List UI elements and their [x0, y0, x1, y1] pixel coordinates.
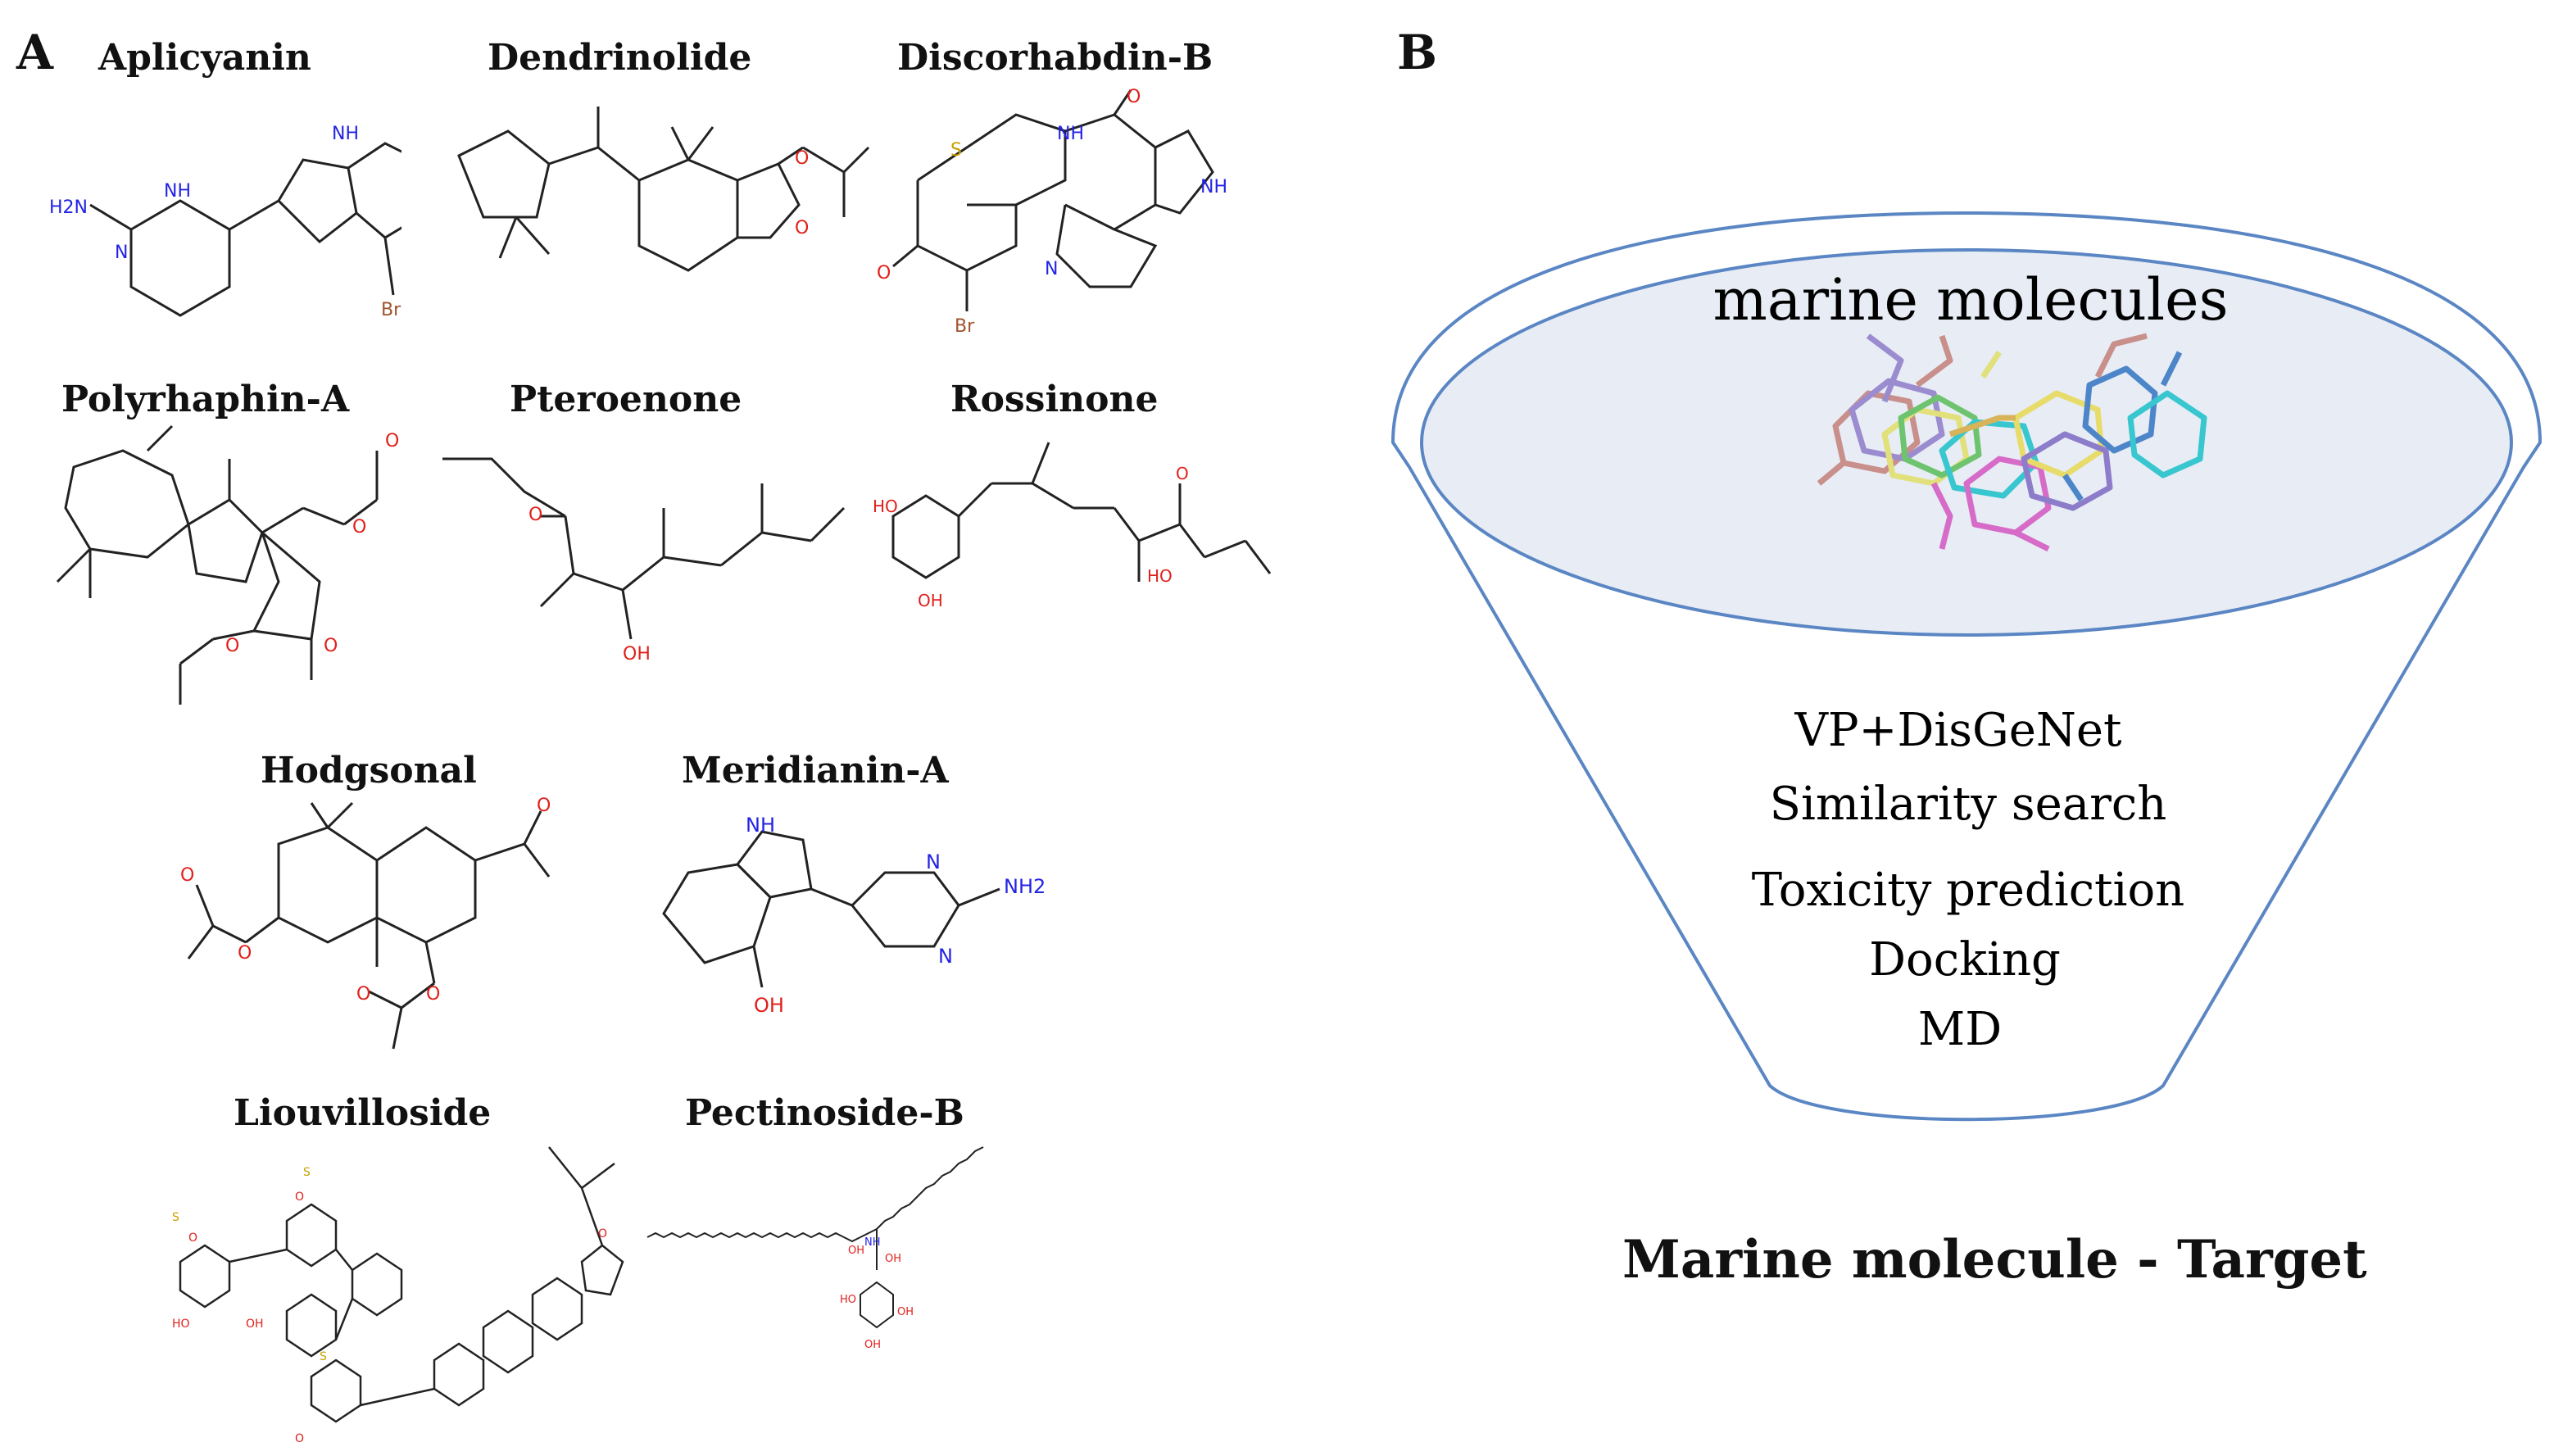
- atom-label: O: [426, 984, 440, 1005]
- marine-molecule-target-caption: Marine molecule - Target: [1622, 1229, 2367, 1290]
- panel-b-label: B: [1397, 25, 1438, 80]
- molecule-name-hodgsonal: Hodgsonal: [261, 750, 477, 792]
- atom-label: N: [938, 945, 953, 968]
- step-docking: Docking: [1869, 933, 2061, 987]
- atom-label: H2N: [49, 197, 88, 218]
- molecule-name-rossinone: Rossinone: [950, 379, 1159, 420]
- molecule-name-liouvilloside: Liouvilloside: [234, 1092, 492, 1134]
- structure-dendrinolide: O O: [434, 82, 877, 320]
- atom-label: NH: [864, 1236, 881, 1249]
- structure-dendrinolide-svg: O O: [457, 107, 870, 272]
- step-md: MD: [1918, 1003, 2002, 1056]
- atom-label: O: [795, 148, 809, 169]
- molecule-name-aplicyanin: Aplicyanin: [98, 37, 311, 79]
- structure-rossinone-svg: HO OH O HO: [873, 442, 1272, 610]
- structure-aplicyanin: NH H2N NH N Br: [41, 82, 401, 320]
- atom-label: HO: [1147, 566, 1173, 586]
- atom-label: OH: [246, 1318, 264, 1331]
- atom-label: Br: [955, 316, 975, 337]
- structure-discorhabdin-b-svg: S NH NH N O O Br: [877, 87, 1227, 337]
- atom-label: O: [877, 263, 891, 283]
- atom-label: HO: [172, 1318, 190, 1331]
- atom-label: O: [598, 1227, 607, 1241]
- molecule-name-pectinoside-b: Pectinoside-B: [685, 1092, 964, 1134]
- screening-funnel: marine molecules VP+DisGeNet Similarity …: [1390, 211, 2543, 1122]
- atom-label: NH: [746, 814, 775, 837]
- atom-label: O: [537, 796, 551, 816]
- atom-label: NH: [1057, 124, 1084, 144]
- atom-label: HO: [873, 497, 898, 516]
- atom-label: O: [238, 943, 252, 964]
- atom-label: O: [352, 517, 366, 537]
- atom-label: O: [528, 505, 542, 525]
- atom-label: HO: [840, 1294, 856, 1306]
- structure-discorhabdin-b: S NH NH N O O Br: [869, 82, 1254, 344]
- atom-label: O: [180, 865, 194, 886]
- atom-label: OH: [918, 591, 943, 610]
- atom-label: NH: [1200, 177, 1227, 197]
- atom-label: O: [795, 218, 809, 238]
- atom-label: O: [225, 636, 239, 656]
- structure-meridianin-a: NH N N NH2 OH: [639, 799, 1065, 1036]
- atom-label: OH: [623, 644, 651, 664]
- atom-label: O: [385, 431, 399, 451]
- molecule-name-polyrhaphin-a: Polyrhaphin-A: [61, 379, 350, 420]
- panel-a-label: A: [16, 25, 54, 80]
- structure-pectinoside-b-svg: OH OH HO OH OH NH: [646, 1146, 984, 1351]
- structure-hodgsonal: O O O O O: [164, 795, 557, 1065]
- superimposed-molecules: [1817, 333, 2207, 552]
- step-toxicity-prediction: Toxicity prediction: [1752, 864, 2185, 917]
- atom-label: O: [295, 1432, 304, 1445]
- atom-label: O: [1127, 87, 1141, 107]
- atom-label: OH: [754, 994, 784, 1017]
- atom-label: N: [926, 850, 941, 873]
- atom-label: O: [324, 636, 338, 656]
- funnel-top-ellipse: [1420, 248, 2513, 637]
- atom-label: Br: [381, 300, 401, 320]
- molecule-name-meridianin-a: Meridianin-A: [682, 750, 949, 792]
- atom-label: S: [303, 1166, 311, 1179]
- funnel-title: marine molecules: [1712, 266, 2228, 333]
- structure-polyrhaphin-a-svg: O O O O: [56, 424, 399, 705]
- atom-label: S: [950, 140, 962, 161]
- molecule-name-dendrinolide: Dendrinolide: [488, 37, 752, 79]
- atom-label: OH: [864, 1339, 881, 1351]
- atom-label: N: [1045, 259, 1058, 279]
- atom-label: S: [320, 1350, 327, 1363]
- atom-label: O: [1176, 464, 1189, 483]
- step-vp-disgenet: VP+DisGeNet: [1794, 704, 2122, 757]
- structure-pteroenone-svg: O OH: [442, 457, 846, 664]
- atom-label: OH: [897, 1306, 914, 1318]
- molecule-name-discorhabdin-b: Discorhabdin-B: [897, 37, 1213, 79]
- atom-label: NH2: [1004, 875, 1046, 898]
- structure-aplicyanin-svg: NH H2N NH N Br: [49, 124, 401, 320]
- atom-label: O: [356, 984, 370, 1005]
- structure-hodgsonal-svg: O O O O O: [180, 796, 551, 1050]
- step-similarity-search: Similarity search: [1770, 778, 2167, 831]
- structure-liouvilloside-svg: O O HO OH O O S S S: [172, 1146, 624, 1445]
- atom-label: OH: [848, 1245, 864, 1257]
- atom-label: NH: [164, 181, 191, 202]
- structure-pectinoside-b: OH OH HO OH OH NH: [639, 1139, 1065, 1426]
- atom-label: S: [172, 1211, 179, 1224]
- structure-rossinone: HO OH O HO: [869, 418, 1278, 639]
- atom-label: OH: [885, 1253, 901, 1265]
- atom-label: NH: [332, 124, 359, 144]
- molecule-name-pteroenone: Pteroenone: [510, 379, 742, 420]
- structure-liouvilloside: O O HO OH O O S S S: [156, 1139, 631, 1450]
- structure-polyrhaphin-a: O O O O: [41, 418, 418, 713]
- atom-label: N: [115, 243, 128, 263]
- atom-label: O: [295, 1191, 304, 1204]
- structure-pteroenone: O OH: [426, 418, 860, 664]
- atom-label: O: [188, 1231, 197, 1245]
- structure-meridianin-a-svg: NH N N NH2 OH: [662, 814, 1046, 1017]
